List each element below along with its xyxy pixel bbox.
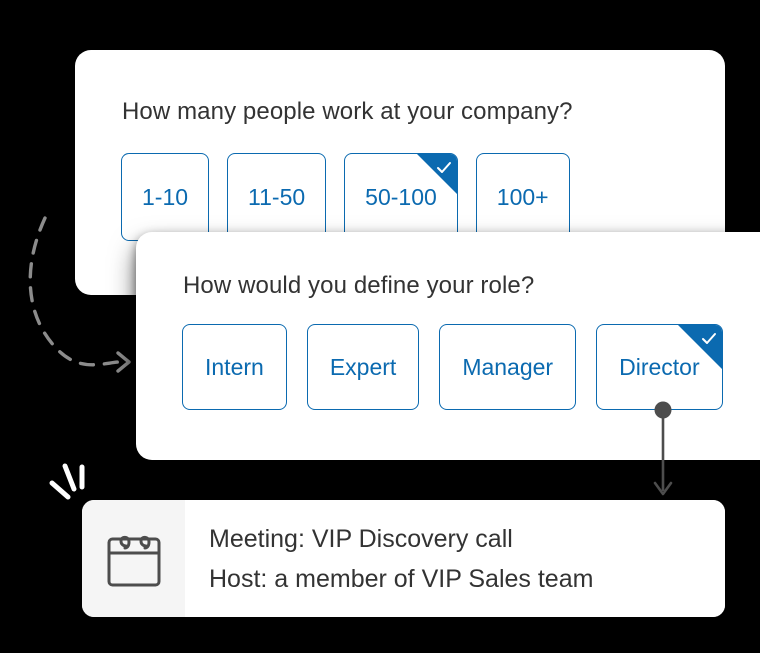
company-size-option-1-10[interactable]: 1-10	[121, 153, 210, 241]
role-card: How would you define your role? Intern E…	[136, 232, 760, 460]
meeting-summary-card: Meeting: VIP Discovery call Host: a memb…	[82, 500, 725, 617]
company-size-question: How many people work at your company?	[122, 98, 573, 125]
option-label: 100+	[496, 183, 549, 210]
role-option-director[interactable]: Director	[596, 324, 723, 410]
role-question: How would you define your role?	[183, 272, 535, 299]
meeting-details: Meeting: VIP Discovery call Host: a memb…	[185, 500, 725, 617]
selected-corner-flag	[415, 154, 457, 195]
option-label: Manager	[462, 353, 554, 380]
option-label: Expert	[329, 353, 397, 380]
option-label: 1-10	[142, 183, 189, 210]
role-option-expert[interactable]: Expert	[306, 324, 420, 410]
check-icon	[436, 162, 451, 173]
selected-corner-flag	[676, 325, 722, 370]
calendar-icon	[107, 535, 160, 586]
company-size-option-100-plus[interactable]: 100+	[475, 153, 570, 241]
option-label: 11-50	[248, 183, 306, 210]
check-icon	[701, 333, 716, 344]
meeting-icon-panel	[82, 500, 185, 617]
company-size-option-50-100[interactable]: 50-100	[344, 153, 458, 241]
role-option-intern[interactable]: Intern	[182, 324, 287, 410]
meeting-title-line: Meeting: VIP Discovery call	[209, 524, 513, 553]
role-option-manager[interactable]: Manager	[439, 324, 577, 410]
option-label: Intern	[205, 353, 264, 380]
company-size-option-11-50[interactable]: 11-50	[227, 153, 327, 241]
company-size-option-group: 1-10 11-50 50-100	[121, 153, 570, 241]
role-option-group: Intern Expert Manager	[182, 324, 723, 410]
meeting-host-line: Host: a member of VIP Sales team	[209, 564, 594, 593]
